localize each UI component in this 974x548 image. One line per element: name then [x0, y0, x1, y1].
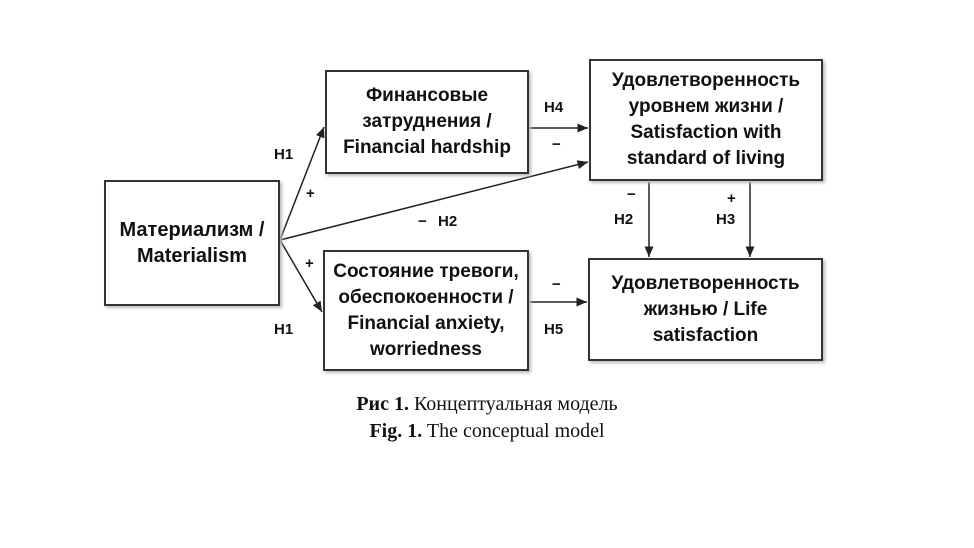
arrow-materialism-hardship [279, 126, 325, 241]
label-h2-diag-sign: − [418, 213, 427, 230]
label-h2-vert: H2 [614, 211, 634, 228]
label-h1-top: H1 [274, 146, 294, 163]
arrow-materialism-anxiety [279, 239, 323, 313]
label-h2-vert-sign: − [627, 186, 636, 203]
arrow-materialism-stdliving [279, 160, 589, 241]
label-h1-top-sign: + [306, 185, 315, 202]
label-h2-diag: H2 [438, 213, 458, 230]
label-h3-vert: H3 [716, 211, 736, 228]
node-financial-anxiety: Состояние тревоги,обеспокоенности /Finan… [323, 250, 529, 371]
label-h5: H5 [544, 321, 564, 338]
label-h4-sign: − [552, 136, 561, 153]
node-materialism: Материализм /Materialism [104, 180, 280, 306]
label-h1-bottom-sign: + [305, 255, 314, 272]
caption-ru: Рис 1. Концептуальная модель [356, 393, 618, 415]
label-h5-sign: − [552, 276, 561, 293]
label-h3-vert-sign: + [727, 190, 736, 207]
label-h1-bottom: H1 [274, 321, 294, 338]
caption-en: Fig. 1. The conceptual model [369, 420, 605, 442]
label-h4: H4 [544, 99, 564, 116]
